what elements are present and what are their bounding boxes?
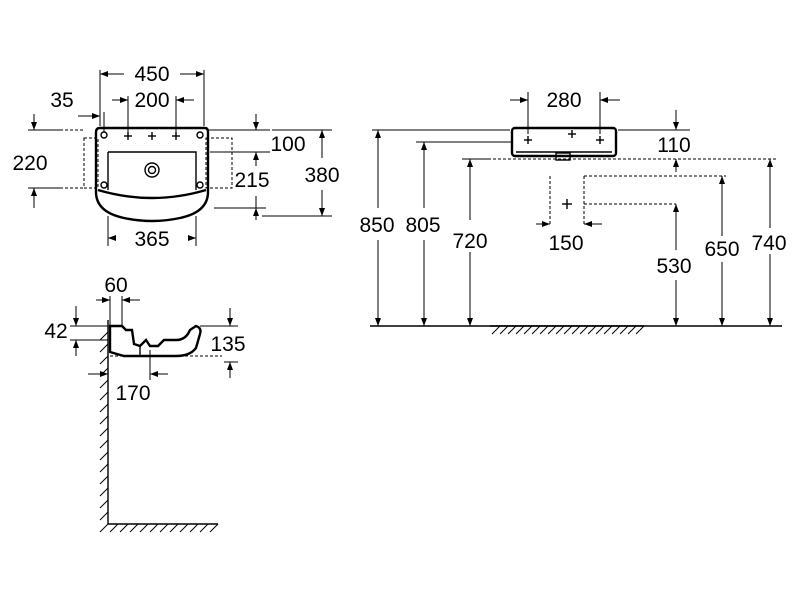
dim-215-label: 215 [234, 169, 269, 192]
fixing-hole-icon [100, 181, 108, 189]
arrowhead-icon [31, 122, 37, 130]
dim-720-label: 720 [452, 230, 487, 253]
dim-150-label: 150 [548, 232, 583, 255]
arrowhead-icon [253, 152, 259, 160]
dim-42-label: 42 [44, 320, 67, 343]
waste-outlet [555, 152, 571, 161]
arrowhead-icon [584, 221, 592, 227]
side-view: 60 42 135 170 [44, 274, 246, 533]
arrowhead-icon [31, 188, 37, 196]
tap-hole-icon [148, 132, 156, 140]
arrowhead-icon [467, 159, 473, 167]
drain-icon [144, 162, 160, 178]
arrowhead-icon [375, 130, 381, 138]
dim-530-label: 530 [656, 255, 691, 278]
arrowhead-icon [673, 122, 679, 130]
arrowhead-icon [767, 318, 773, 326]
arrowhead-icon [542, 221, 550, 227]
arrowhead-icon [319, 208, 325, 216]
arrowhead-icon [150, 371, 158, 377]
fixing-hole-icon [100, 131, 108, 139]
arrowhead-icon [719, 318, 725, 326]
arrowhead-icon [319, 130, 325, 138]
arrowhead-icon [196, 71, 204, 77]
tap-hole-icon [172, 132, 180, 140]
arrowhead-icon [92, 113, 100, 119]
tap-hole-icon [124, 132, 132, 140]
dim-100-label: 100 [270, 133, 305, 156]
arrowhead-icon [227, 318, 233, 326]
front-view: 280 110 150 [359, 89, 787, 335]
arrowhead-icon [100, 71, 108, 77]
bowl-inner-top [107, 151, 197, 190]
dim-740-label: 740 [751, 232, 786, 255]
dim-450-label: 450 [134, 63, 169, 86]
tap-hole-icon [524, 136, 532, 144]
dim-380-label: 380 [304, 164, 339, 187]
dim-135-label: 135 [210, 333, 245, 356]
arrowhead-icon [421, 318, 427, 326]
tap-hole-icon [596, 136, 604, 144]
arrowhead-icon [673, 159, 679, 167]
tap-hole-icon [568, 130, 576, 138]
dim-650-label: 650 [704, 238, 739, 261]
arrowhead-icon [673, 318, 679, 326]
dim-110-label: 110 [657, 134, 690, 157]
basin-profile-side [108, 324, 202, 358]
wall-hatch [99, 331, 219, 533]
dim-365-label: 365 [134, 228, 169, 251]
bracket-right-dashed [205, 137, 233, 189]
arrowhead-icon [719, 176, 725, 184]
arrowhead-icon [767, 159, 773, 167]
arrowhead-icon [176, 97, 184, 103]
arrowhead-icon [122, 297, 130, 303]
dim-850-label: 850 [359, 214, 394, 237]
bowl-curve-top [97, 188, 207, 200]
arrowhead-icon [253, 122, 259, 130]
arrowhead-icon [375, 318, 381, 326]
fixing-hole-icon [196, 131, 204, 139]
arrowhead-icon [227, 362, 233, 370]
arrowhead-icon [673, 204, 679, 212]
arrowhead-icon [421, 142, 427, 150]
trap-center-icon [562, 199, 572, 209]
dim-170-label: 170 [115, 382, 150, 405]
dim-35-label: 35 [50, 89, 73, 112]
arrowhead-icon [600, 97, 608, 103]
dim-280-label: 280 [546, 89, 581, 112]
dim-200-label: 200 [134, 89, 169, 112]
basin-outline-top [94, 126, 210, 223]
dim-220-label: 220 [12, 152, 47, 175]
floor-hatch [491, 325, 645, 335]
drain-inner-icon [147, 165, 157, 175]
arrowhead-icon [102, 297, 110, 303]
arrowhead-icon [520, 97, 528, 103]
arrowhead-icon [467, 318, 473, 326]
arrowhead-icon [120, 97, 128, 103]
dim-60-label: 60 [104, 274, 127, 297]
fixing-hole-icon [196, 181, 204, 189]
top-view: 450 200 35 220 100 215 [12, 63, 339, 251]
arrowhead-icon [73, 340, 79, 348]
dim-805-label: 805 [405, 214, 440, 237]
bracket-left-dashed [83, 137, 99, 189]
arrowhead-icon [100, 371, 108, 377]
arrowhead-icon [73, 318, 79, 326]
